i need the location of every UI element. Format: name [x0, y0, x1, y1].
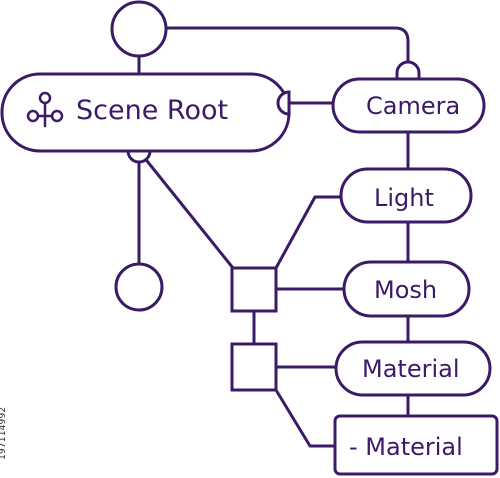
light-node [339, 167, 473, 224]
scene-root-label: Scene Root [76, 95, 228, 126]
connector-square-2-sub-material [274, 388, 337, 448]
material-label: Material [362, 355, 460, 383]
sub-material-node [333, 414, 499, 476]
bottom-left-circle [114, 262, 164, 312]
junction-square-1 [230, 266, 278, 313]
camera-top-port [395, 60, 421, 81]
scene-root-camera-port [276, 90, 291, 116]
stock-id-text: 197114992 [0, 406, 8, 460]
scene-root-bottom-port [126, 149, 152, 164]
mosh-label: Mosh [374, 276, 437, 304]
tree-icon [26, 91, 64, 128]
sub-material-label: - Material [349, 433, 463, 461]
connector-square-1-light [274, 195, 343, 270]
junction-square-2 [230, 342, 278, 392]
mosh-node [342, 260, 471, 318]
connector-top-circle-camera [164, 26, 410, 64]
connector-scene-root-square-1 [137, 149, 235, 270]
camera-label: Camera [366, 92, 460, 120]
light-label: Light [374, 184, 434, 212]
material-node [334, 340, 492, 397]
top-root-circle [110, 0, 168, 58]
